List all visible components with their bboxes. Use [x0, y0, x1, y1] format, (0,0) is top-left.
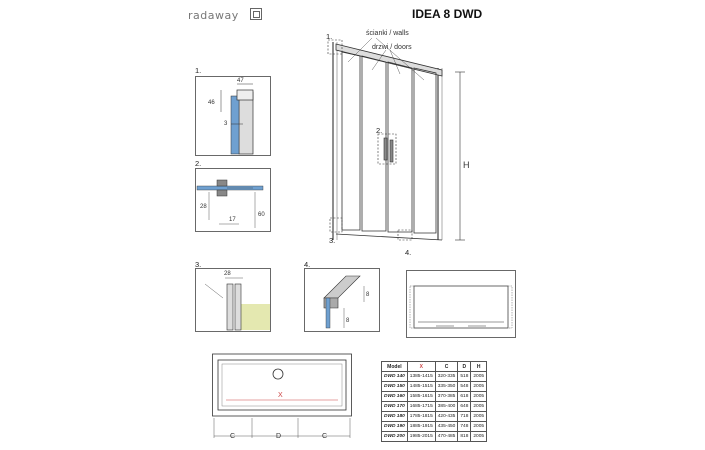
detail-3-step: 3.: [195, 260, 202, 269]
plan-d-label: D: [276, 433, 282, 440]
table-cell: 1385-1415: [406, 371, 436, 382]
table-cell: 2005: [470, 411, 488, 422]
callout-4-label: 4.: [405, 248, 412, 257]
table-cell: DWD 170: [381, 401, 408, 412]
table-cell: 470-485: [434, 431, 459, 442]
detail-4-step: 4.: [304, 260, 311, 269]
table-row: DWD 160 1585-1615 370-385 618 2005: [381, 391, 488, 402]
table-cell: 818: [457, 431, 472, 442]
table-row: DWD 140 1385-1415 320-335 518 2005: [381, 371, 488, 382]
detail-1-dim-side: 46: [208, 100, 215, 106]
page-title: IDEA 8 DWD: [412, 7, 483, 21]
top-view-plan: [406, 270, 516, 338]
table-header-cell: C: [434, 361, 459, 372]
table-cell: DWD 140: [381, 371, 408, 382]
table-cell: 748: [457, 421, 472, 432]
detail-1-drawing: [195, 76, 271, 156]
detail-1-step: 1.: [195, 66, 202, 75]
table-cell: 1585-1615: [406, 391, 436, 402]
detail-2-dim-b: 17: [229, 217, 236, 223]
table-cell: 2005: [470, 371, 488, 382]
table-cell: 435-450: [434, 421, 459, 432]
plan-c-left-label: C: [230, 433, 236, 440]
height-dimension-label: H: [463, 160, 470, 170]
table-header-cell: D: [457, 361, 472, 372]
doors-label: drzwi / doors: [372, 44, 412, 51]
table-cell: 1985-2015: [406, 431, 436, 442]
table-cell: 1485-1515: [406, 381, 436, 392]
table-cell: DWD 200: [381, 431, 408, 442]
table-row: DWD 150 1485-1515 335-350 548 2005: [381, 381, 488, 392]
table-cell: 518: [457, 371, 472, 382]
table-row: DWD 200 1985-2015 470-485 818 2005: [381, 431, 488, 442]
table-cell: 1785-1815: [406, 411, 436, 422]
detail-3-drawing: [195, 268, 271, 332]
brand-logo-icon: [250, 8, 262, 20]
table-cell: 420-435: [434, 411, 459, 422]
table-cell: 320-335: [434, 371, 459, 382]
callout-2-label: 2.: [376, 126, 383, 135]
table-cell: 618: [457, 391, 472, 402]
detail-4-dim-a: 8: [366, 292, 370, 298]
table-row: DWD 170 1685-1715 385-400 648 2005: [381, 401, 488, 412]
table-cell: 2005: [470, 431, 488, 442]
detail-4-drawing: [304, 268, 380, 332]
detail-2-drawing: [195, 168, 271, 232]
dimension-table: Model X C D H DWD 140 1385-1415 320-335 …: [381, 361, 488, 442]
table-cell: 1685-1715: [406, 401, 436, 412]
table-cell: 2005: [470, 381, 488, 392]
table-cell: DWD 160: [381, 391, 408, 402]
plan-c-right-label: C: [322, 433, 328, 440]
table-cell: 648: [457, 401, 472, 412]
table-cell: 718: [457, 411, 472, 422]
detail-1-dim-small: 3: [224, 121, 228, 127]
detail-3-dim-a: 28: [224, 271, 231, 277]
callout-3-label: 3.: [329, 236, 336, 245]
table-row: DWD 180 1785-1815 420-435 718 2005: [381, 411, 488, 422]
plan-x-label: X: [278, 392, 283, 399]
table-cell: DWD 190: [381, 421, 408, 432]
table-header-row: Model X C D H: [381, 361, 488, 372]
detail-1-dim-top: 47: [237, 78, 244, 84]
walls-label: ścianki / walls: [366, 30, 409, 37]
table-cell: 385-400: [434, 401, 459, 412]
main-shower-drawing: [327, 37, 465, 241]
table-cell: 1885-1915: [406, 421, 436, 432]
detail-2-step: 2.: [195, 159, 202, 168]
detail-2-dim-c: 60: [258, 212, 265, 218]
table-cell: DWD 150: [381, 381, 408, 392]
table-cell: 2005: [470, 391, 488, 402]
floor-plan: [212, 353, 352, 438]
table-cell: 370-385: [434, 391, 459, 402]
table-cell: 2005: [470, 401, 488, 412]
table-cell: DWD 180: [381, 411, 408, 422]
table-cell: 2005: [470, 421, 488, 432]
callout-1-label: 1.: [326, 32, 333, 41]
detail-2-dim-a: 28: [200, 204, 207, 210]
table-header-cell: H: [470, 361, 488, 372]
table-row: DWD 190 1885-1915 435-450 748 2005: [381, 421, 488, 432]
table-cell: 548: [457, 381, 472, 392]
table-cell: 335-350: [434, 381, 459, 392]
brand-name: radaway: [188, 9, 239, 22]
table-header-cell: X: [406, 361, 436, 372]
table-header-cell: Model: [381, 361, 408, 372]
detail-4-dim-b: 8: [346, 318, 350, 324]
